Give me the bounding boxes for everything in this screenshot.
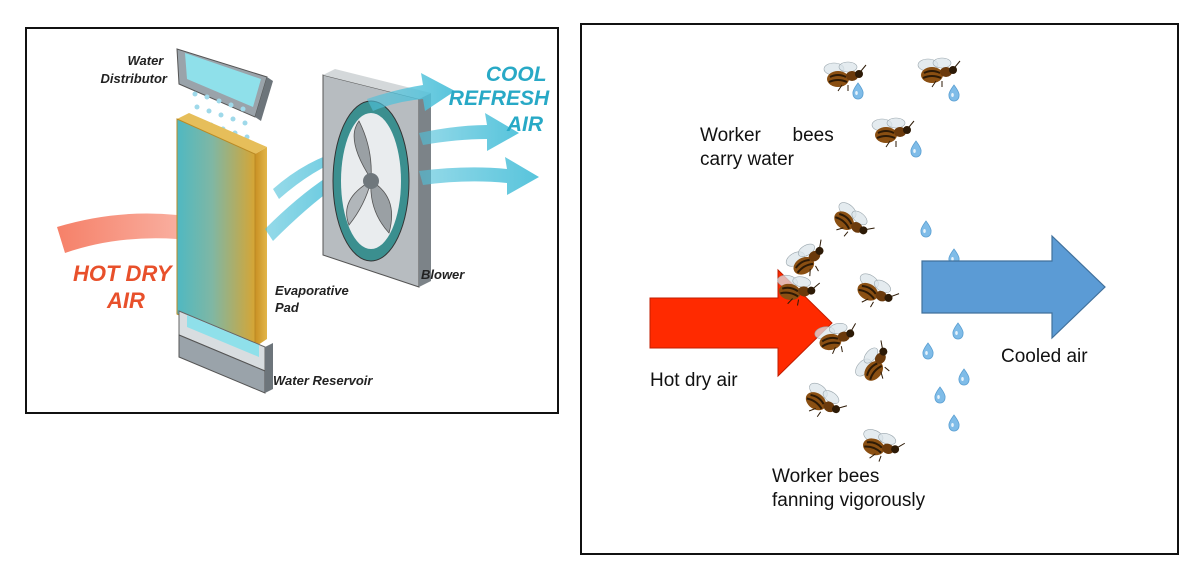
evaporative-cooler-diagram: Water Distributor COOL REFRESH AIR HOT D… (25, 27, 559, 414)
hot-air-label: Hot dry air (650, 370, 738, 391)
bee-9 (850, 337, 902, 391)
bee-illustration: Worker bees carry water Hot dry air (582, 25, 1106, 511)
bee-cooling-diagram: Worker bees carry water Hot dry air (580, 23, 1179, 555)
air-droplets (920, 220, 970, 432)
bee-3 (871, 117, 915, 148)
cool-air-label: COOL REFRESH AIR (449, 63, 555, 136)
fanning-label: Worker bees fanning vigorously (772, 466, 926, 511)
bee-10 (796, 378, 850, 429)
evaporative-pad-label: Evaporative Pad (275, 283, 352, 315)
evaporative-pad (176, 113, 267, 348)
water-droplet (852, 82, 864, 100)
bee-4 (824, 197, 878, 249)
blower (322, 69, 431, 288)
water-droplet (910, 140, 922, 158)
bee-2 (917, 57, 961, 88)
hot-air-label: HOT DRY AIR (73, 261, 177, 313)
cooled-air-label: Cooled air (1001, 346, 1088, 367)
water-reservoir (178, 310, 273, 394)
water-distributor (176, 48, 273, 121)
carry-water-label: Worker bees carry water (582, 25, 871, 170)
hot-air-arrow (57, 201, 215, 253)
cool-air-out-arrows (367, 73, 539, 195)
bee-7 (848, 269, 902, 318)
blower-label: Blower (421, 267, 465, 282)
cooler-illustration: Water Distributor COOL REFRESH AIR HOT D… (57, 48, 555, 394)
water-droplet (948, 84, 960, 102)
cooled-air-arrow (921, 234, 1106, 340)
water-reservoir-label: Water Reservoir (273, 373, 373, 388)
water-distributor-label: Water Distributor (101, 53, 168, 86)
bee-11 (855, 425, 907, 469)
